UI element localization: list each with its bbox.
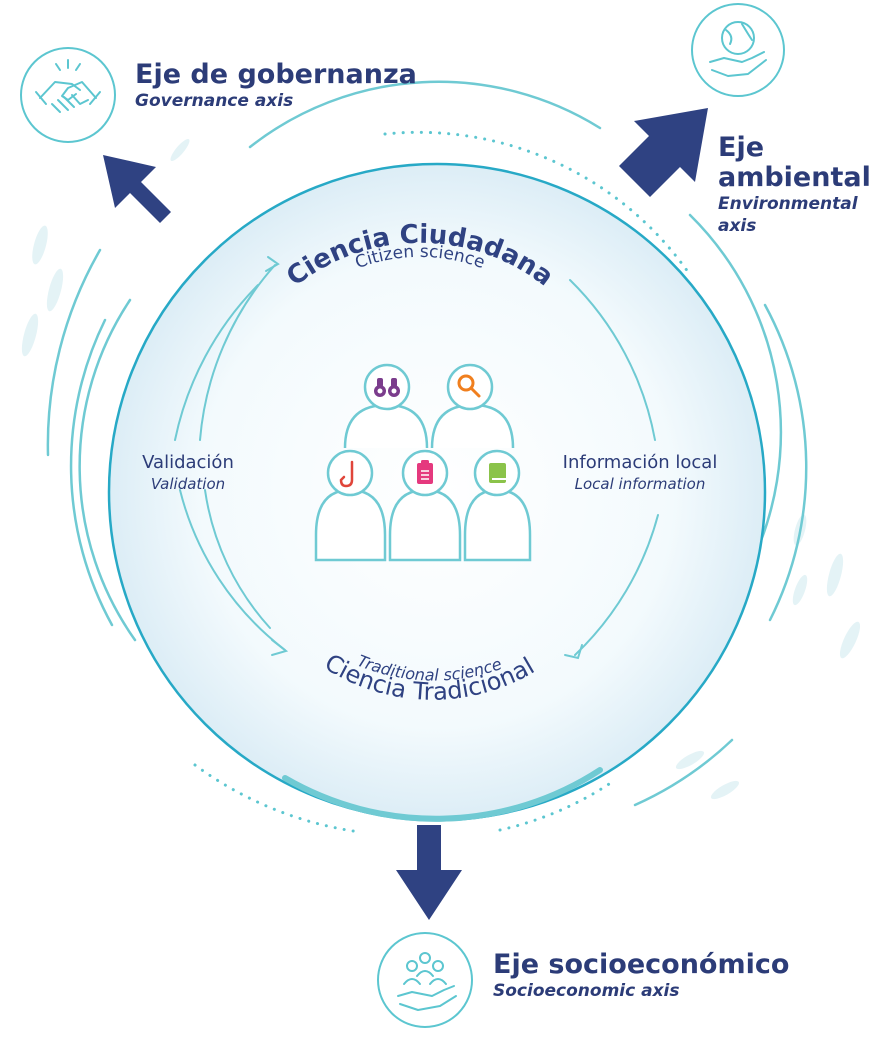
environmental-subtitle-line1: Environmental [718,194,858,214]
socioeconomic-title: Eje socioeconómico [493,949,790,980]
book-icon [489,463,506,483]
environmental-label: Eje ambiental Environmental axis [718,133,870,237]
arrow-environmental [619,108,708,197]
environmental-subtitle-line2: axis [718,216,757,236]
axis-arrows [103,108,708,920]
cycle-arrows [174,256,659,660]
person-front-right [463,488,532,562]
environmental-title-line1: Eje [718,132,765,163]
clipboard-icon [417,460,433,484]
axis-icon-governance [20,47,116,143]
governance-title: Eje de gobernanza [135,59,417,90]
magnifier-icon [457,374,481,398]
fish-decoration [21,138,861,800]
environmental-title-line2: ambiental [718,162,870,193]
validation-text: Validación [142,452,234,473]
governance-subtitle: Governance axis [135,91,294,111]
local-information-label: Información local Local information [545,452,735,494]
validation-text-en: Validation [150,475,226,493]
governance-label: Eje de gobernanza Governance axis [135,60,417,112]
validation-label: Validación Validation [128,452,248,494]
arrow-governance [103,155,183,223]
bottom-thick-arc [282,767,603,822]
local-information-text-en: Local information [574,475,706,493]
axis-icon-environmental [691,3,785,97]
socioeconomic-subtitle: Socioeconomic axis [493,981,680,1001]
person-front-left [314,488,387,562]
socioeconomic-label: Eje socioeconómico Socioeconomic axis [493,950,789,1002]
dotted-arcs [193,130,690,834]
binoculars-icon [374,378,400,397]
local-information-text: Información local [562,452,718,473]
fishhook-icon [339,460,354,488]
arrow-socioeconomic [396,825,462,920]
person-front-mid [388,488,462,562]
axis-icon-socioeconomic [377,932,473,1028]
